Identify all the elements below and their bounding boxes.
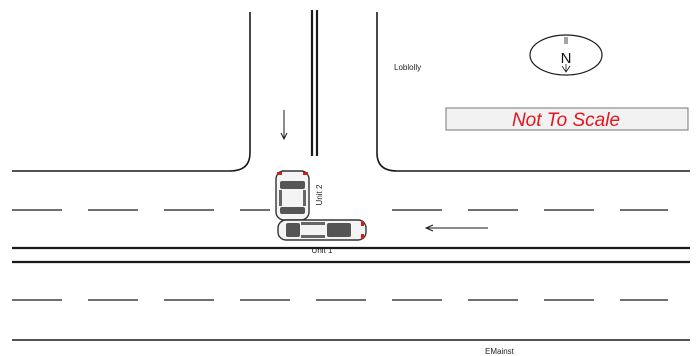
compass-letter: N — [561, 50, 572, 67]
unit2-vehicle — [275, 170, 310, 221]
side-street-right-curb — [376, 12, 690, 172]
unit2-label: Unit 2 — [315, 184, 324, 205]
unit1-vehicle — [277, 219, 367, 241]
not-to-scale-text: Not To Scale — [512, 110, 620, 131]
not-to-scale-box: Not To Scale — [445, 107, 689, 131]
side-street-name: Loblolly — [394, 63, 421, 72]
main-street-name: EMainst — [485, 347, 515, 356]
north-compass-icon: N — [529, 34, 603, 76]
side-street-left-curb — [12, 12, 251, 172]
unit2-direction-arrow — [280, 110, 288, 141]
unit1-direction-arrow — [424, 224, 488, 232]
unit1-label: Unit 1 — [312, 246, 333, 255]
